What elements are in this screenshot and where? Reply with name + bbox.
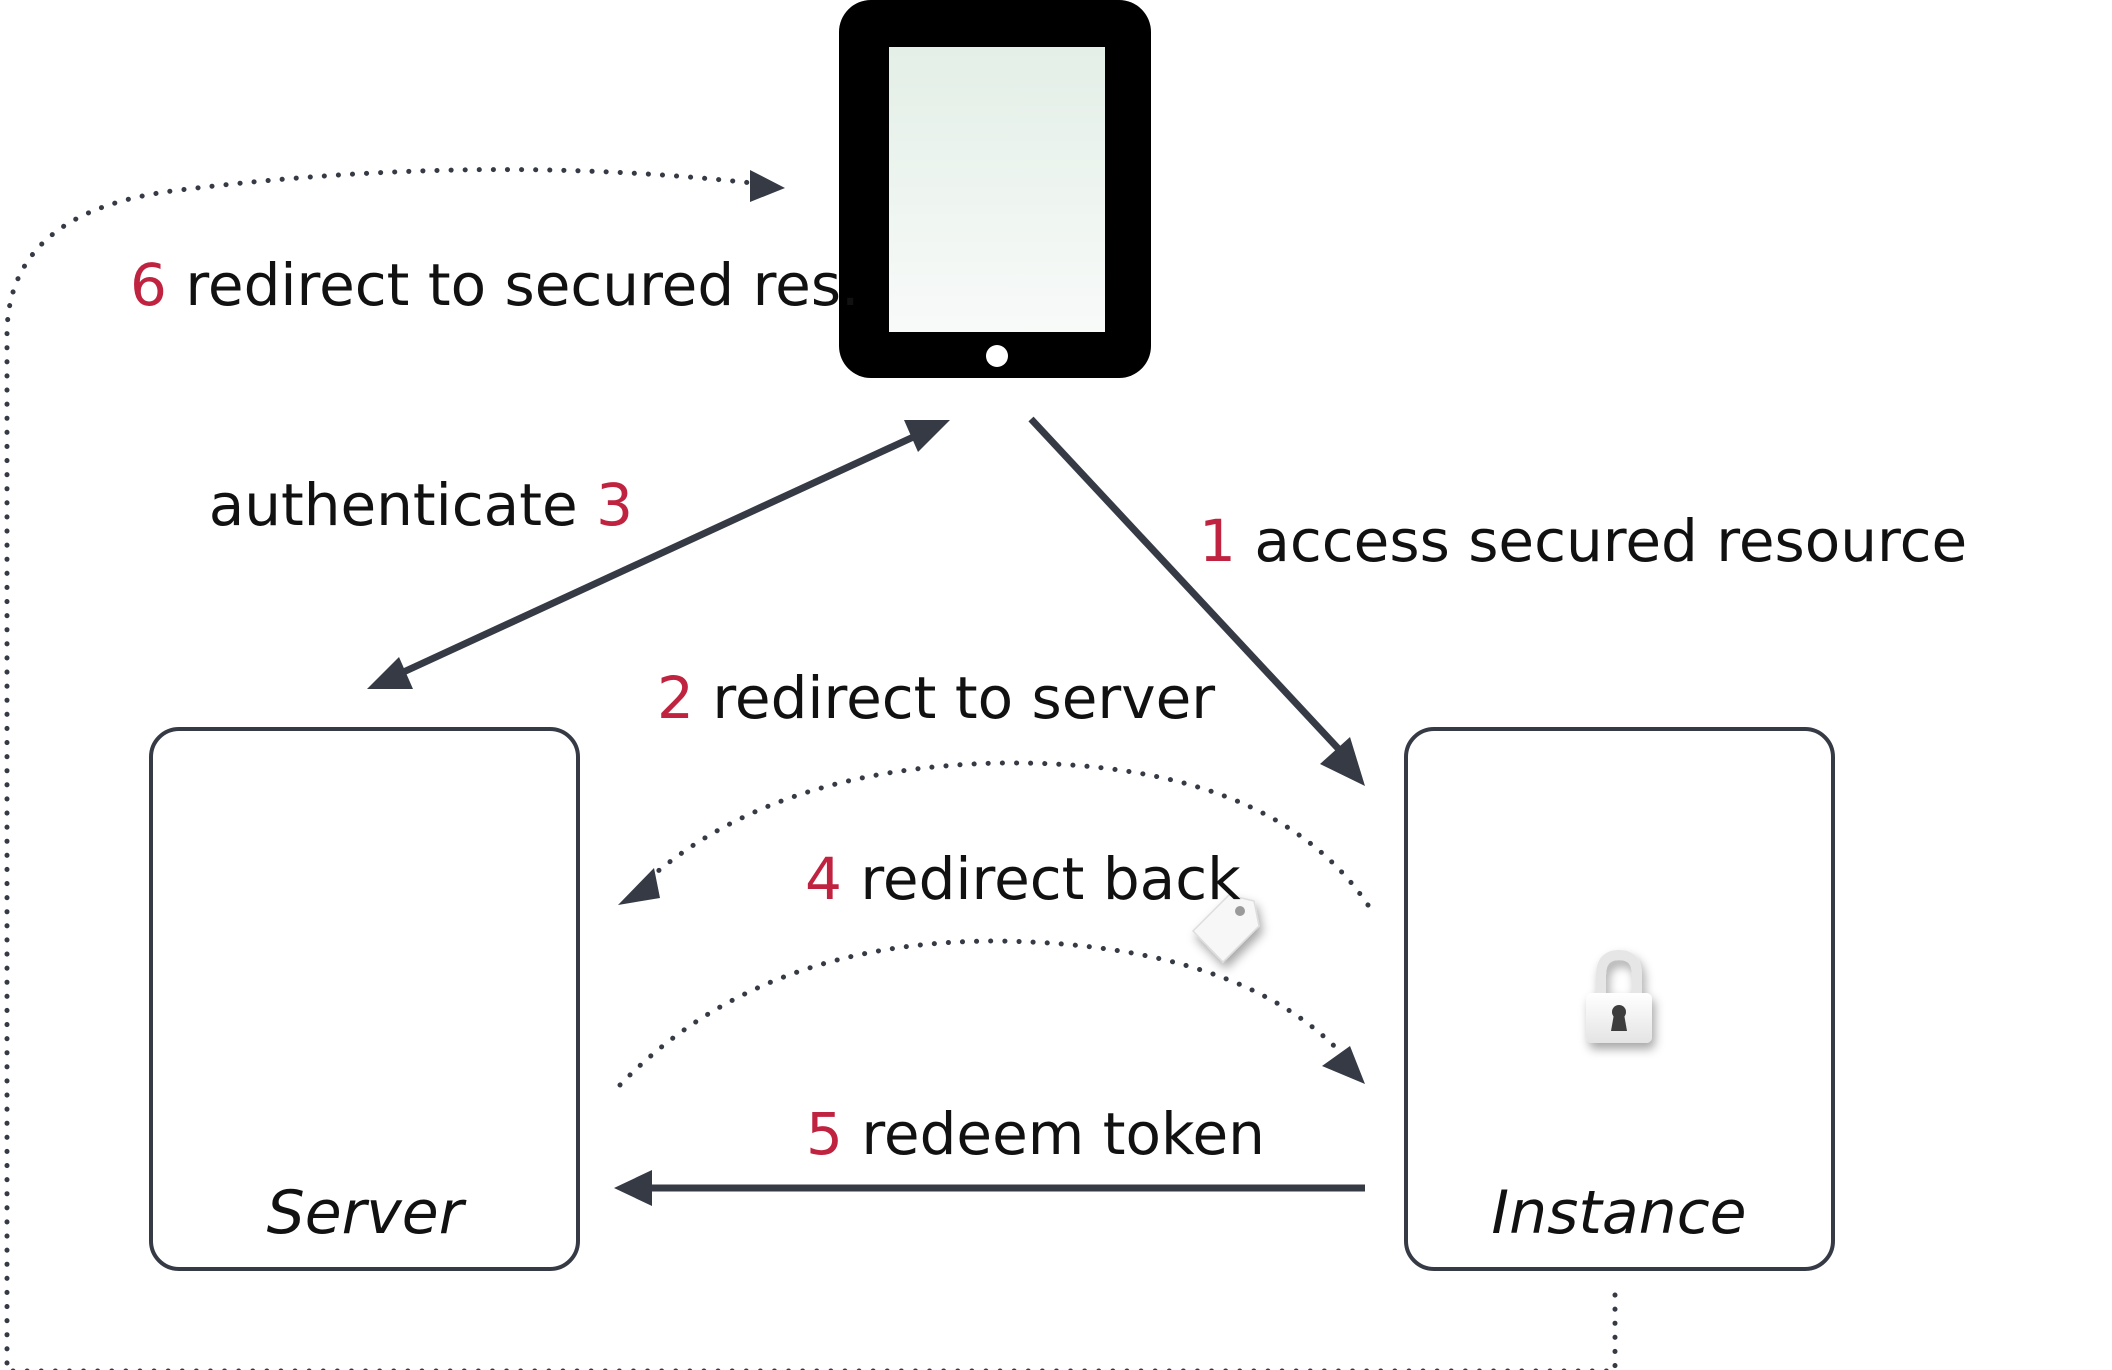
step-1-text: access secured resource: [1254, 507, 1967, 575]
tag-icon: [1191, 894, 1260, 964]
step-5-text: redeem token: [861, 1100, 1265, 1168]
server-node: Server: [149, 727, 580, 1271]
arrow-authenticate: [367, 420, 950, 689]
step-4-number: 4: [805, 845, 842, 913]
step-1-label: 1 access secured resource: [1199, 507, 1967, 575]
step-2-number: 2: [657, 664, 694, 732]
step-6-label: 6 redirect to secured res.: [130, 251, 859, 319]
step-5-label: 5 redeem token: [806, 1100, 1265, 1168]
arrow-redeem-token: [614, 1170, 1365, 1206]
arrow-access-secured-resource: [1028, 416, 1365, 786]
step-3-text: authenticate: [209, 471, 578, 539]
step-4-label: 4 redirect back: [805, 845, 1241, 913]
arrow-redirect-to-secured-resource: [4, 167, 1618, 1370]
server-label: Server: [267, 1178, 467, 1248]
step-3-number: 3: [596, 471, 633, 539]
arrow-redirect-back: [617, 938, 1365, 1088]
step-5-number: 5: [806, 1100, 843, 1168]
step-2-label: 2 redirect to server: [657, 664, 1215, 732]
step-4-text: redirect back: [860, 845, 1241, 913]
instance-label: Instance: [1491, 1178, 1746, 1248]
step-6-number: 6: [130, 251, 167, 319]
tablet-icon: [839, 0, 1151, 378]
arrow-redirect-to-server: [618, 760, 1371, 908]
lock-icon: [1586, 949, 1652, 1043]
step-3-label: authenticate 3: [209, 471, 633, 539]
step-2-text: redirect to server: [712, 664, 1215, 732]
step-1-number: 1: [1199, 507, 1236, 575]
step-6-text: redirect to secured res.: [185, 251, 859, 319]
